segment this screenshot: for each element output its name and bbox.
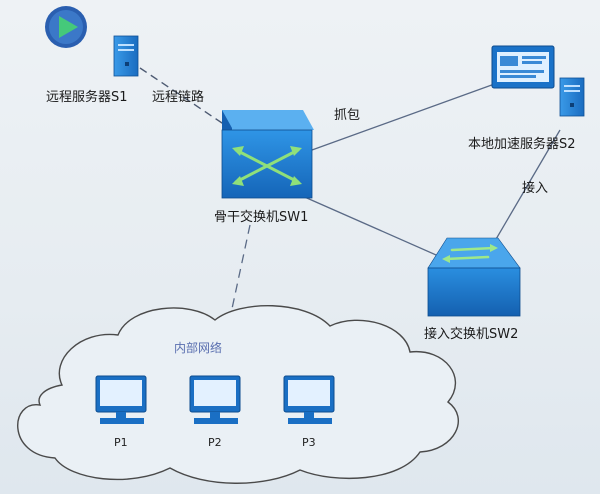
core-switch-icon bbox=[221, 110, 314, 199]
trunk-link-line bbox=[299, 194, 453, 263]
computer-p3-label: P3 bbox=[302, 436, 316, 449]
local-server-label: 本地加速服务器S2 bbox=[468, 137, 576, 152]
remote-server-icon bbox=[113, 35, 139, 77]
access-switch-label: 接入交换机SW2 bbox=[424, 327, 519, 342]
access-switch-icon bbox=[427, 237, 521, 317]
internal-network-label: 内部网络 bbox=[174, 341, 223, 355]
computer-icon bbox=[95, 375, 147, 424]
play-circle-icon bbox=[45, 6, 87, 48]
computer-icon bbox=[283, 375, 335, 424]
capture-link-line bbox=[311, 81, 501, 151]
local-monitor-icon bbox=[491, 45, 555, 89]
computer-icon bbox=[189, 375, 241, 424]
remote-link-label: 远程链路 bbox=[152, 90, 205, 105]
internal-link-line bbox=[229, 224, 251, 319]
remote-link-line bbox=[139, 67, 226, 126]
computer-p1-label: P1 bbox=[114, 436, 128, 449]
computer-p2-label: P2 bbox=[208, 436, 222, 449]
core-switch-label: 骨干交换机SW1 bbox=[214, 210, 309, 225]
local-server-icon bbox=[559, 77, 585, 117]
access-link-line bbox=[491, 129, 561, 247]
access-link-label: 接入 bbox=[522, 181, 549, 196]
capture-label: 抓包 bbox=[334, 108, 361, 123]
remote-server-label: 远程服务器S1 bbox=[46, 90, 128, 105]
